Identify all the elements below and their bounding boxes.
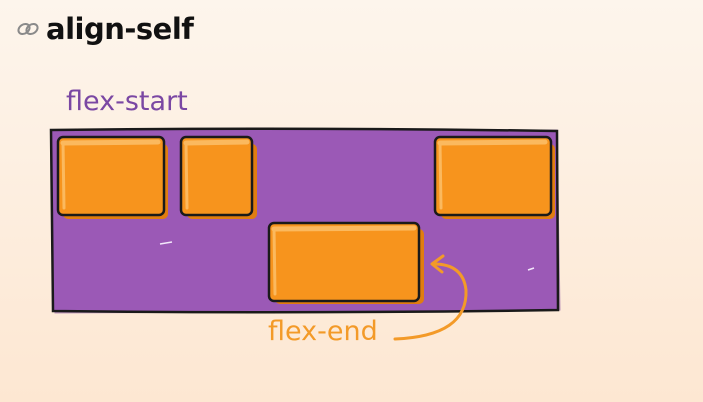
- flex-container: [49, 127, 560, 314]
- arrowhead-icon: [430, 254, 445, 274]
- flex-item-4: [433, 135, 555, 219]
- flex-item-2: [179, 135, 257, 219]
- header: align-self: [16, 12, 194, 46]
- page-title: align-self: [46, 12, 194, 46]
- flex-item-3: [267, 221, 424, 304]
- link-icon[interactable]: [16, 18, 40, 40]
- flex-item-1: [56, 135, 168, 219]
- chalk-mark: [527, 267, 535, 271]
- chalk-mark: [159, 241, 173, 245]
- arrow-icon: [393, 262, 468, 341]
- flex-end-label: flex-end: [268, 316, 378, 347]
- flex-start-label: flex-start: [66, 86, 188, 117]
